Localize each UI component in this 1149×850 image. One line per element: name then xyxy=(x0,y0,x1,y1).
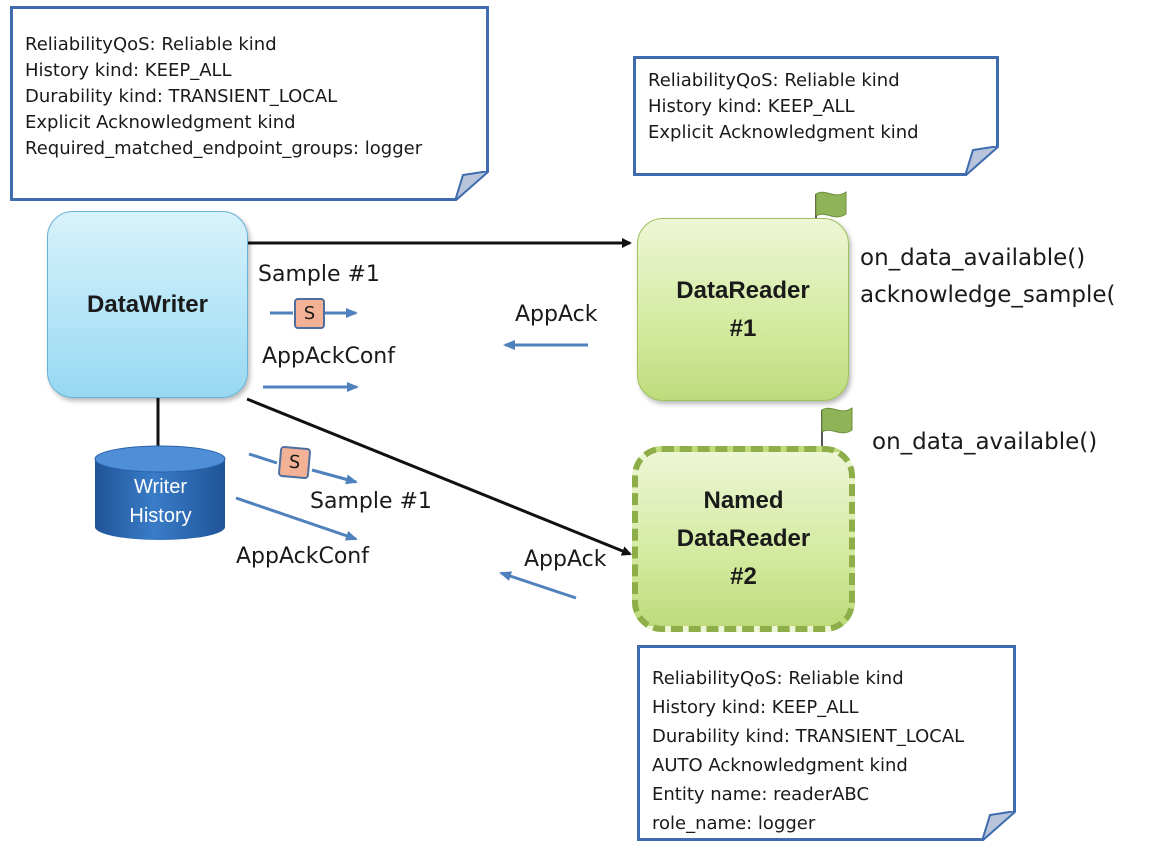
named-datareader2-node: Named DataReader #2 xyxy=(632,446,855,632)
appack-label-top: AppAck xyxy=(515,302,598,327)
datareader1-node: DataReader #1 xyxy=(637,218,849,401)
reader2-qos-line: AUTO Acknowledgment kind xyxy=(652,755,908,776)
writer-qos-line: Required_matched_endpoint_groups: logger xyxy=(25,138,423,159)
appack-label-bottom: AppAck xyxy=(524,547,607,572)
datawriter-label: DataWriter xyxy=(87,290,208,318)
sample-glyph-bottom: S xyxy=(277,445,312,480)
datareader2-label-line1: Named xyxy=(703,487,784,514)
reader1-qos-note: ReliabilityQoS: Reliable kind History ki… xyxy=(633,56,999,176)
reader1-qos-line: History kind: KEEP_ALL xyxy=(648,96,855,117)
note-fold-icon xyxy=(965,146,999,176)
writer-to-reader2-link xyxy=(246,397,632,556)
sample-glyph-top: S xyxy=(294,298,325,329)
reader1-qos-line: Explicit Acknowledgment kind xyxy=(648,122,919,143)
writer-history-line1: Writer xyxy=(134,476,187,498)
writer-qos-line: History kind: KEEP_ALL xyxy=(25,60,232,81)
writer-qos-note: ReliabilityQoS: Reliable kind History ki… xyxy=(10,6,489,201)
datareader1-label-line2: #1 xyxy=(729,314,757,342)
reader2-qos-line: ReliabilityQoS: Reliable kind xyxy=(652,668,904,689)
writer-qos-line: Durability kind: TRANSIENT_LOCAL xyxy=(25,86,338,107)
note-fold-icon xyxy=(455,171,489,201)
reader2-qos-line: role_name: logger xyxy=(652,813,816,834)
reader2-qos-line: Entity name: readerABC xyxy=(652,784,870,805)
reader2-qos-note: ReliabilityQoS: Reliable kind History ki… xyxy=(637,645,1016,841)
reader1-qos-line: ReliabilityQoS: Reliable kind xyxy=(648,70,900,91)
appack-arrow-bottom xyxy=(499,571,577,600)
writer-qos-line: ReliabilityQoS: Reliable kind xyxy=(25,34,277,55)
datareader1-label-line1: DataReader xyxy=(676,276,810,304)
reader1-callback-acknowledge-sample: acknowledge_sample( xyxy=(860,282,1116,308)
sample-arrow-bottom-left xyxy=(248,452,278,465)
appackconf-label-top: AppAckConf xyxy=(262,344,395,369)
reader2-qos-line: History kind: KEEP_ALL xyxy=(652,697,859,718)
writer-history-cylinder xyxy=(94,445,226,540)
writer-history-label: Writer History xyxy=(96,473,225,531)
writer-qos-line: Explicit Acknowledgment kind xyxy=(25,112,296,133)
sample-label-bottom: Sample #1 xyxy=(310,489,432,514)
reader1-callback-on-data-available: on_data_available() xyxy=(860,245,1086,271)
appackconf-arrow-bottom xyxy=(235,496,358,541)
datawriter-node: DataWriter xyxy=(47,211,248,398)
sample-label-top: Sample #1 xyxy=(258,262,380,287)
writer-history-line2: History xyxy=(129,505,192,527)
reader2-callback-on-data-available: on_data_available() xyxy=(872,429,1098,455)
sample-arrow-bottom xyxy=(311,468,358,485)
appackconf-label-bottom: AppAckConf xyxy=(236,544,369,569)
datareader2-label-line3: #2 xyxy=(730,563,757,590)
note-fold-icon xyxy=(982,811,1016,841)
reader2-qos-line: Durability kind: TRANSIENT_LOCAL xyxy=(652,726,965,747)
datareader2-label-line2: DataReader xyxy=(676,525,811,552)
flag-icon xyxy=(821,407,853,453)
